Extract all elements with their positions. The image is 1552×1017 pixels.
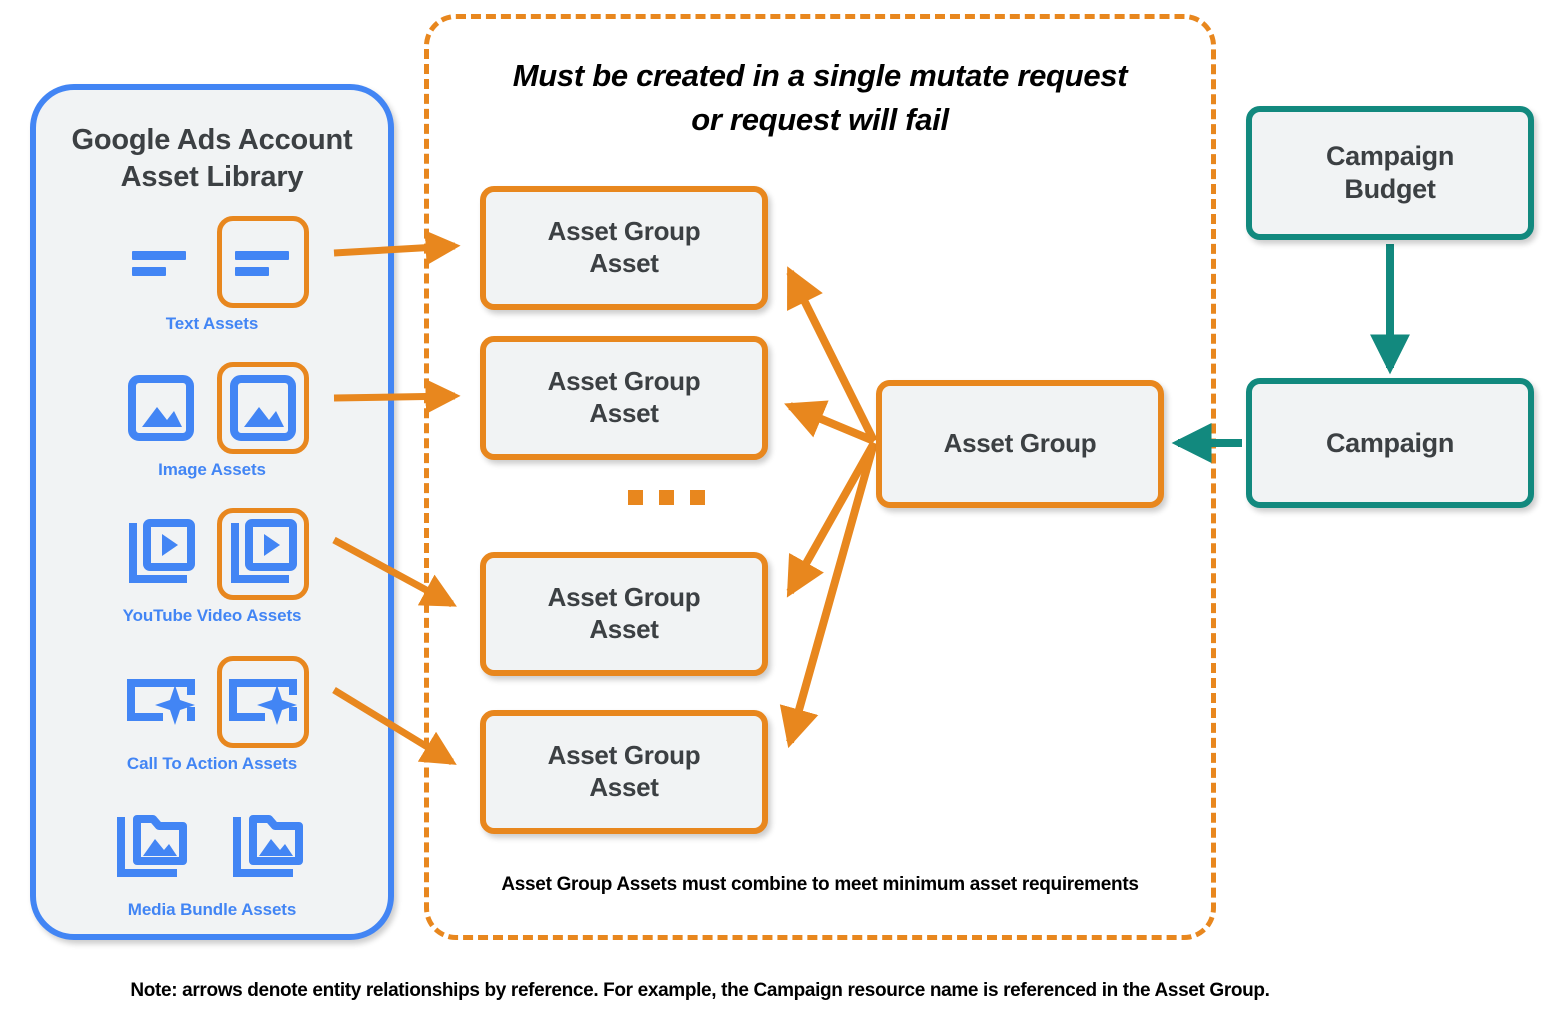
asset-group-asset-3-line1: Asset Group [547,582,701,613]
mutate-request-title: Must be created in a single mutate reque… [424,54,1216,142]
asset-library-title: Google Ads Account Asset Library [36,122,388,196]
campaign-budget-line1: Campaign [1325,141,1455,172]
ellipsis-dot-2 [659,490,674,505]
media-bundle-asset-icon-2 [224,802,316,894]
text-asset-icon-highlighted[interactable] [217,216,309,308]
text-asset-icon [115,216,207,308]
asset-library-item-text[interactable]: Text Assets [36,216,388,334]
asset-library-panel: Google Ads Account Asset Library [30,84,394,940]
asset-library-title-line2: Asset Library [120,161,304,194]
asset-library-item-text-label: Text Assets [165,314,259,333]
asset-group-asset-node-2[interactable]: Asset Group Asset [480,336,768,460]
asset-group-asset-4-line1: Asset Group [547,740,701,771]
asset-group-node[interactable]: Asset Group [876,380,1164,508]
asset-group-asset-1-line2: Asset [589,248,659,278]
asset-group-asset-node-1[interactable]: Asset Group Asset [480,186,768,310]
mutate-request-title-line1: Must be created in a single mutate reque… [512,58,1128,93]
asset-library-item-media-bundle[interactable]: Media Bundle Assets [36,802,388,920]
asset-library-item-image-label: Image Assets [158,460,266,479]
campaign-node[interactable]: Campaign [1246,378,1534,508]
campaign-budget-node[interactable]: Campaign Budget [1246,106,1534,240]
asset-group-asset-3-line2: Asset [589,614,659,644]
mutate-request-title-line2: or request will fail [691,102,949,138]
asset-group-asset-1-line1: Asset Group [547,216,701,247]
ellipsis-dot-1 [628,490,643,505]
asset-group-asset-node-4[interactable]: Asset Group Asset [480,710,768,834]
asset-group-asset-4-line2: Asset [589,772,659,802]
asset-library-item-video-label: YouTube Video Assets [122,606,302,625]
asset-group-asset-2-line2: Asset [589,398,659,428]
call-to-action-asset-icon-highlighted[interactable] [217,656,309,748]
asset-library-title-line1: Google Ads Account [71,124,353,156]
asset-library-item-media-bundle-label: Media Bundle Assets [127,900,297,919]
media-bundle-asset-icon [108,802,200,894]
asset-library-item-cta-label: Call To Action Assets [126,754,298,773]
footer-note: Note: arrows denote entity relationships… [130,980,1270,1001]
asset-group-asset-node-3[interactable]: Asset Group Asset [480,552,768,676]
asset-library-item-video[interactable]: YouTube Video Assets [36,508,388,626]
campaign-budget-line2: Budget [1344,174,1436,204]
asset-group-node-label: Asset Group [943,428,1097,459]
ellipsis-indicator [628,490,705,505]
call-to-action-asset-icon [115,656,207,748]
asset-group-asset-2-line1: Asset Group [547,366,701,397]
image-asset-icon-highlighted[interactable] [217,362,309,454]
video-asset-icon [115,508,207,600]
asset-library-item-cta[interactable]: Call To Action Assets [36,656,388,774]
mutate-request-footer: Asset Group Assets must combine to meet … [501,874,1139,895]
image-asset-icon [115,362,207,454]
campaign-node-label: Campaign [1325,427,1455,458]
ellipsis-dot-3 [690,490,705,505]
video-asset-icon-highlighted[interactable] [217,508,309,600]
asset-library-item-image[interactable]: Image Assets [36,362,388,480]
